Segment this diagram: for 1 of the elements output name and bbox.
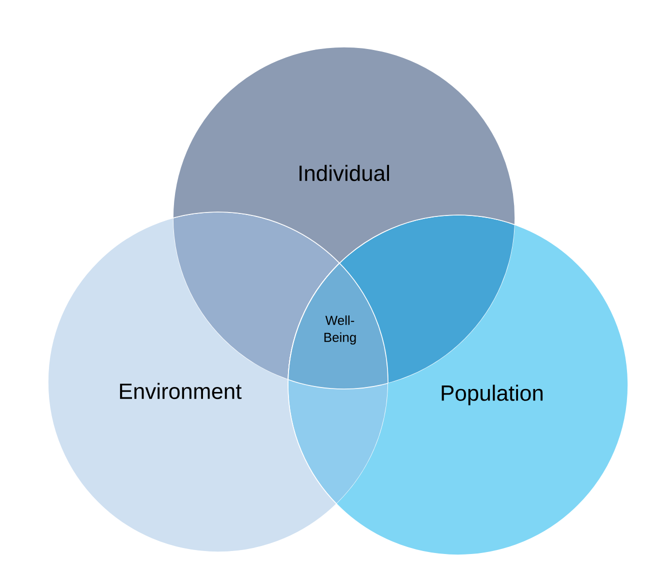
center-label: Well-Being — [324, 315, 356, 345]
